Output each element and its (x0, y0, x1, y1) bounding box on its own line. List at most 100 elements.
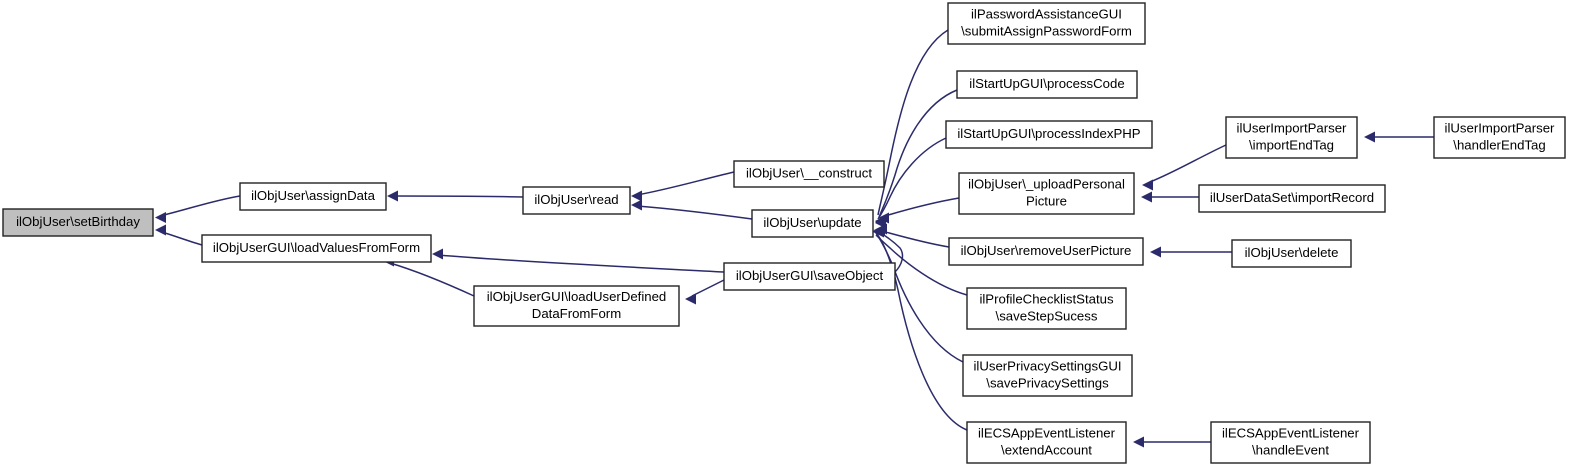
arrowhead-icon (387, 190, 398, 202)
arrowhead-icon (155, 224, 166, 236)
node-label-line: ilUserDataSet\importRecord (1210, 190, 1374, 205)
node-handlerEndTag[interactable]: ilUserImportParser \handlerEndTag (1433, 116, 1566, 159)
node-box[interactable] (751, 209, 874, 238)
edge-saveObject-to-loadValuesFromForm (432, 248, 725, 273)
node-label-line: ilObjUser\delete (1245, 245, 1339, 260)
node-delete[interactable]: ilObjUser\delete (1231, 239, 1352, 268)
edge-loadValuesFromForm-to-setBirthday (155, 224, 203, 246)
node-box[interactable] (945, 120, 1153, 149)
node-box[interactable] (1198, 184, 1386, 213)
node-box[interactable] (201, 234, 432, 263)
node-box[interactable] (723, 262, 896, 291)
node-label-line: ilStartUpGUI\processIndexPHP (957, 126, 1140, 141)
arrowhead-icon (874, 224, 885, 236)
node-label-line: ilUserPrivacySettingsGUI (973, 358, 1121, 373)
node-box[interactable] (1225, 116, 1358, 159)
node-label-line: ilObjUserGUI\loadUserDefined (487, 289, 667, 304)
node-label-line: \submitAssignPasswordForm (961, 23, 1132, 38)
arrowhead-icon (1133, 436, 1144, 448)
edge-submitAssignPassword-to-update (875, 29, 949, 227)
node-label-line: ilECSAppEventListener (1222, 425, 1360, 440)
node-box[interactable] (947, 2, 1146, 45)
node-label-line: ilObjUser\read (534, 192, 618, 207)
node-box[interactable] (966, 287, 1127, 330)
node-processIndexPHP[interactable]: ilStartUpGUI\processIndexPHP (945, 120, 1153, 149)
edge-saveObject-to-loadUserDefinedData (685, 279, 725, 305)
node-label-line: ilObjUser\setBirthday (16, 214, 140, 229)
edge-removeUserPicture-to-update (876, 223, 950, 248)
edge-uploadPersonalPicture-to-update (878, 197, 960, 224)
node-box[interactable] (1231, 239, 1352, 268)
node-handleEvent[interactable]: ilECSAppEventListener \handleEvent (1210, 421, 1371, 464)
node-label-line: ilPasswordAssistanceGUI (971, 6, 1122, 21)
edge-handleEvent-to-extendAccount (1133, 436, 1211, 448)
node-box[interactable] (956, 70, 1138, 99)
node-label-line: Picture (1026, 193, 1067, 208)
arrowhead-icon (1141, 191, 1152, 203)
edge-assignData-to-setBirthday (155, 195, 241, 223)
node-label-line: \savePrivacySettings (986, 375, 1109, 390)
arrowhead-icon (1364, 131, 1375, 143)
node-label-line: \importEndTag (1249, 137, 1334, 152)
node-box[interactable] (473, 285, 680, 327)
node-setBirthday[interactable]: ilObjUser\setBirthday (2, 208, 154, 237)
node-label-line: ilProfileChecklistStatus (979, 291, 1114, 306)
node-label-line: ilStartUpGUI\processCode (969, 76, 1124, 91)
node-assignData[interactable]: ilObjUser\assignData (239, 182, 387, 211)
arrowhead-icon (878, 212, 889, 224)
node-label-line: \handlerEndTag (1453, 137, 1545, 152)
node-importEndTag[interactable]: ilUserImportParser \importEndTag (1225, 116, 1358, 159)
node-box[interactable] (962, 354, 1133, 397)
node-label-line: ilUserImportParser (1445, 120, 1556, 135)
arrowhead-icon (631, 199, 642, 211)
node-submitAssignPassword[interactable]: ilPasswordAssistanceGUI \submitAssignPass… (947, 2, 1146, 45)
node-update[interactable]: ilObjUser\update (751, 209, 874, 238)
node-box[interactable] (2, 208, 154, 237)
node-label-line: \saveStepSucess (996, 308, 1098, 323)
edge-importEndTag-to-uploadPersonalPicture (1142, 144, 1227, 191)
node-label-line: ilObjUserGUI\loadValuesFromForm (213, 240, 420, 255)
node-box[interactable] (239, 182, 387, 211)
node-label-line: ilObjUser\removeUserPicture (961, 243, 1132, 258)
edge-layer (155, 29, 1435, 448)
arrowhead-icon (631, 190, 642, 202)
arrowhead-icon (685, 293, 696, 305)
node-box[interactable] (958, 172, 1135, 215)
node-construct[interactable]: ilObjUser\__construct (733, 160, 885, 188)
node-box[interactable] (1433, 116, 1566, 159)
node-importRecord[interactable]: ilUserDataSet\importRecord (1198, 184, 1386, 213)
arrowhead-icon (432, 248, 443, 260)
node-read[interactable]: ilObjUser\read (522, 186, 631, 215)
node-loadValuesFromForm[interactable]: ilObjUserGUI\loadValuesFromForm (201, 234, 432, 263)
node-removeUserPicture[interactable]: ilObjUser\removeUserPicture (948, 237, 1144, 266)
node-label-line: \handleEvent (1252, 442, 1329, 457)
node-box[interactable] (1210, 421, 1371, 464)
node-label-line: ilObjUser\_uploadPersonal (968, 176, 1125, 191)
node-saveObject[interactable]: ilObjUserGUI\saveObject (723, 262, 896, 291)
node-label-line: ilECSAppEventListener (978, 425, 1116, 440)
edge-read-to-assignData (387, 190, 524, 202)
node-savePrivacySettings[interactable]: ilUserPrivacySettingsGUI \savePrivacySett… (962, 354, 1133, 397)
node-processCode[interactable]: ilStartUpGUI\processCode (956, 70, 1138, 99)
node-label-line: ilObjUser\update (763, 215, 861, 230)
node-box[interactable] (966, 421, 1127, 464)
node-extendAccount[interactable]: ilECSAppEventListener \extendAccount (966, 421, 1127, 464)
node-label-line: \extendAccount (1001, 442, 1092, 457)
edge-handlerEndTag-to-importEndTag (1364, 131, 1435, 143)
node-box[interactable] (522, 186, 631, 215)
node-label-line: ilObjUserGUI\saveObject (736, 268, 884, 283)
edge-saveObject-to-update (874, 224, 904, 273)
node-label-line: ilObjUser\assignData (251, 188, 376, 203)
node-box[interactable] (948, 237, 1144, 266)
node-box[interactable] (733, 160, 885, 188)
arrowhead-icon (155, 212, 166, 223)
node-label-line: ilUserImportParser (1237, 120, 1348, 135)
edge-delete-to-removeUserPicture (1150, 246, 1232, 258)
node-saveStepSucess[interactable]: ilProfileChecklistStatus \saveStepSucess (966, 287, 1127, 330)
arrowhead-icon (1150, 246, 1161, 258)
